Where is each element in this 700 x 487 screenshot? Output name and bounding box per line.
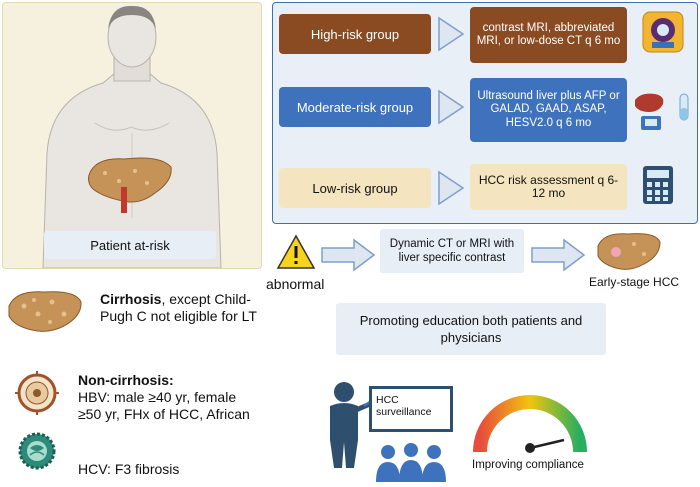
teacher-icon [330, 382, 372, 468]
board-text: HCC surveillance [376, 394, 432, 418]
calculator-icon [643, 166, 673, 204]
gauge-icon [473, 395, 587, 453]
hcv-virus-icon [18, 432, 56, 470]
patient-panel [2, 2, 262, 269]
whiteboard: HCC surveillance [369, 386, 453, 432]
patient-body-illustration [42, 5, 222, 268]
hcv-text: HCV: F3 fibrosis [78, 461, 180, 477]
patient-label: Patient at-risk [44, 231, 216, 259]
arrow-moderate-icon [438, 89, 465, 125]
moderate-risk-group-box: Moderate-risk group [279, 87, 431, 127]
hbv-text: HBV: male ≥40 yr, female ≥50 yr, FHx of … [78, 389, 250, 422]
non-cirrhosis-title: Non-cirrhosis: [78, 372, 174, 388]
warning-icon [276, 234, 316, 269]
liver-ultrasound-icon [635, 93, 664, 130]
cirrhosis-text: Cirrhosis, except Child-Pugh C not eligi… [100, 291, 260, 325]
moderate-risk-surveillance: Ultrasound liver plus AFP or GALAD, GAAD… [470, 78, 627, 142]
early-hcc-label: Early-stage HCC [589, 275, 680, 289]
low-risk-group-box: Low-risk group [279, 168, 431, 208]
education-box: Promoting education both patients and ph… [336, 303, 606, 355]
high-risk-surveillance: contrast MRI, abbreviated MRI, or low-do… [470, 7, 627, 63]
cirrhosis-detail: , except Child-Pugh C not eligible for L… [100, 291, 257, 324]
arrow-to-imaging-icon [321, 238, 376, 272]
mri-scanner-icon [642, 11, 684, 53]
audience-icon [376, 443, 446, 482]
arrow-low-icon [438, 170, 465, 206]
test-tube-icon [679, 93, 689, 121]
liver-icon [88, 157, 172, 213]
arrow-high-icon [438, 16, 465, 52]
cirrhosis-title: Cirrhosis [100, 291, 162, 307]
imaging-box: Dynamic CT or MRI with liver specific co… [380, 229, 524, 273]
abnormal-label: abnormal [266, 276, 325, 292]
compliance-label: Improving compliance [472, 459, 584, 471]
early-hcc-liver-icon [597, 233, 661, 270]
arrow-to-outcome-icon [531, 238, 586, 272]
hbv-virus-icon [15, 371, 59, 415]
low-risk-surveillance: HCC risk assessment q 6-12 mo [470, 164, 627, 210]
cirrhosis-liver-icon [8, 291, 82, 332]
high-risk-group-box: High-risk group [279, 14, 431, 54]
